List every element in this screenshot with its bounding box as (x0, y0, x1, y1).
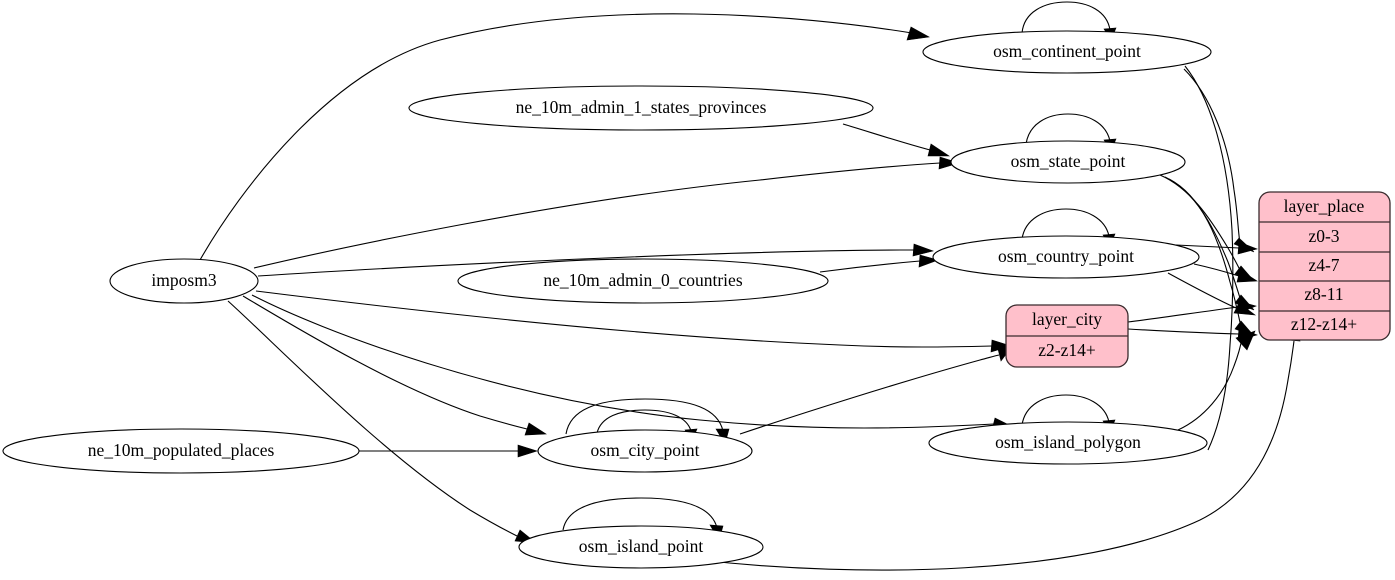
node-osm_state_point[interactable]: osm_state_point (950, 140, 1186, 184)
node-ne_10m_admin_0_countries[interactable]: ne_10m_admin_0_countries (457, 258, 829, 304)
node-ne_10m_admin_0_countries-label: ne_10m_admin_0_countries (543, 270, 742, 290)
edge-osm_island_polygon-to-layer_place-z12-z14 (1177, 330, 1256, 431)
node-osm_state_point-label: osm_state_point (1011, 151, 1126, 171)
edge-osm_city_point-to-layer_city (739, 344, 1014, 435)
record-node-layer: layer_city z2-z14+ layer_place z0-3 z4-7… (1005, 191, 1391, 368)
node-osm_island_polygon-label: osm_island_polygon (995, 432, 1141, 452)
record-layer_place-row-title: layer_place (1284, 196, 1365, 216)
node-ne_10m_admin_1_states_provinces-label: ne_10m_admin_1_states_provinces (516, 97, 767, 117)
edge-ne_10m_populated_places-to-osm_city_point (359, 444, 538, 458)
node-imposm3[interactable]: imposm3 (109, 258, 259, 304)
record-layer_place-row-z4-7[interactable]: z4-7 (1308, 255, 1339, 275)
record-node-layer_city[interactable]: layer_city z2-z14+ (1005, 304, 1129, 368)
node-ne_10m_admin_1_states_provinces[interactable]: ne_10m_admin_1_states_provinces (408, 85, 874, 131)
node-osm_country_point[interactable]: osm_country_point (932, 235, 1200, 279)
node-osm_island_point-label: osm_island_point (579, 536, 704, 556)
record-layer_city-row-title: layer_city (1032, 309, 1102, 329)
edge-layer_city-to-layer_place-z8-11 (1127, 300, 1257, 323)
edge-ne_10m_admin_0_countries-to-osm_country_point (819, 254, 939, 273)
edge-imposm3-to-osm_island_polygon (251, 294, 1014, 431)
record-node-layer_place[interactable]: layer_place z0-3 z4-7 z8-11 z12-z14+ (1258, 191, 1391, 341)
node-osm_city_point-label: osm_city_point (591, 440, 700, 460)
edge-imposm3-to-osm_island_point (227, 300, 537, 544)
edge-layer (199, 1, 1301, 571)
edge-osm_continent_point-trailing-curve (1184, 65, 1234, 451)
edge-osm_country_point-to-layer_place-z4-7 (1193, 263, 1258, 283)
node-imposm3-label: imposm3 (151, 270, 216, 290)
edge-imposm3-to-osm_country_point (257, 243, 935, 277)
node-osm_country_point-label: osm_country_point (998, 246, 1134, 266)
record-layer_place-row-z0-3[interactable]: z0-3 (1308, 226, 1339, 246)
node-osm_continent_point-label: osm_continent_point (993, 41, 1141, 61)
edge-imposm3-to-osm_city_point (242, 295, 547, 436)
edge-osm_country_point-to-layer_place-z0-3 (1175, 241, 1258, 255)
node-layer: imposm3 ne_10m_admin_1_states_provinces … (2, 30, 1212, 569)
record-layer_place-row-z8-11[interactable]: z8-11 (1304, 284, 1343, 304)
node-osm_island_point[interactable]: osm_island_point (518, 525, 764, 569)
record-layer_place-row-z12-z14[interactable]: z12-z14+ (1291, 314, 1357, 334)
edge-ne_10m_admin_1_states_provinces-to-osm_state_point (842, 123, 950, 157)
node-ne_10m_populated_places[interactable]: ne_10m_populated_places (2, 428, 360, 474)
record-layer_city-row-z2-z14[interactable]: z2-z14+ (1038, 340, 1096, 360)
edge-osm_continent_point-to-layer_place-z0-3 (1183, 68, 1255, 253)
edge-imposm3-to-osm_continent_point (199, 13, 930, 261)
node-osm_city_point[interactable]: osm_city_point (537, 429, 753, 473)
node-osm_continent_point[interactable]: osm_continent_point (922, 30, 1212, 74)
node-osm_island_polygon[interactable]: osm_island_polygon (928, 421, 1208, 465)
node-ne_10m_populated_places-label: ne_10m_populated_places (88, 440, 275, 460)
edge-imposm3-to-osm_state_point (253, 156, 961, 269)
